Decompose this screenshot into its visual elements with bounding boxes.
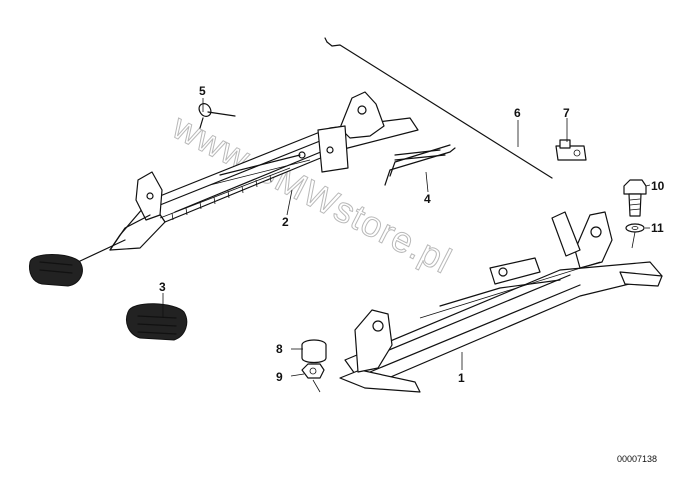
callout-3: 3	[159, 280, 166, 294]
callout-5: 5	[199, 84, 206, 98]
seat-rail-upper	[77, 91, 446, 263]
washer	[625, 223, 645, 249]
bracket-wire	[384, 144, 456, 186]
connecting-rod	[324, 37, 553, 179]
callout-4: 4	[424, 192, 431, 206]
spring	[198, 103, 236, 129]
release-handle-upper	[29, 254, 83, 287]
clip	[555, 139, 587, 161]
rubber-buffer	[301, 339, 327, 364]
bolt	[623, 179, 647, 217]
reference-number: 00007138	[617, 454, 657, 464]
callout-8: 8	[276, 342, 283, 356]
callout-leaders	[162, 98, 651, 377]
callout-2: 2	[282, 215, 289, 229]
seat-rail-lower	[339, 211, 663, 393]
callout-7: 7	[563, 106, 570, 120]
callout-9: 9	[276, 370, 283, 384]
callout-6: 6	[514, 106, 521, 120]
callout-11: 11	[651, 221, 664, 235]
callout-1: 1	[458, 371, 465, 385]
callout-10: 10	[651, 179, 665, 193]
handle-cap	[126, 303, 188, 341]
nut	[301, 363, 325, 393]
